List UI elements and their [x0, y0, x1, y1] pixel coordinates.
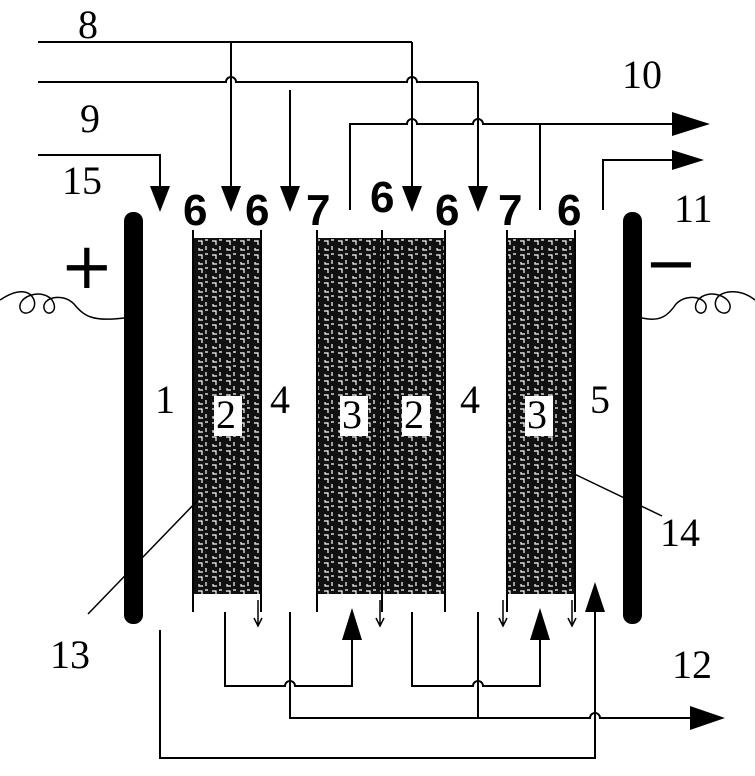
- cathode-electrode: [623, 212, 642, 624]
- top-label-5: 6: [435, 186, 459, 235]
- label-1: 1: [155, 377, 175, 422]
- top-label-7: 6: [557, 186, 581, 235]
- outlet-12-arrow: [690, 706, 725, 730]
- feed-line-9: [38, 76, 478, 83]
- outlet-line-11: [602, 159, 672, 210]
- callout-14-leader: [565, 469, 663, 517]
- drain-arrow-3: [498, 600, 508, 628]
- drain-arrow-2: [375, 600, 385, 628]
- callout-label-13: 13: [50, 632, 90, 677]
- plus-sign: +: [60, 230, 114, 304]
- outlet-line-10: [349, 118, 672, 210]
- bottom-loop-b: [411, 612, 541, 687]
- chamber-label-3b: 3: [527, 392, 547, 437]
- stream-label-12: 12: [672, 642, 712, 687]
- drain-arrow-1: [253, 600, 263, 628]
- drain-arrow-4: [567, 600, 577, 628]
- chamber-label-4a: 4: [270, 377, 290, 422]
- top-label-3: 7: [306, 186, 330, 235]
- callout-label-14: 14: [660, 510, 700, 555]
- outlet-11-arrow: [672, 150, 704, 170]
- feed-9-arrow-a: [280, 186, 300, 212]
- feed-line-15: [38, 154, 161, 186]
- anode-lead-coil: [0, 291, 125, 320]
- outlet-12-line: [478, 712, 690, 719]
- chamber-label-2a: 2: [216, 392, 236, 437]
- chamber-label-3a: 3: [342, 392, 362, 437]
- top-label-6: 7: [498, 186, 522, 235]
- feed-8-arrow-a: [221, 186, 241, 212]
- chamber-label-2b: 2: [404, 392, 424, 437]
- top-label-4: 6: [370, 173, 394, 222]
- anode-electrode: [124, 212, 143, 624]
- top-label-1: 6: [183, 186, 207, 235]
- cathode-lead-coil: [641, 291, 755, 320]
- feed-9-arrow-b: [468, 186, 488, 212]
- stream-label-9: 9: [80, 96, 100, 141]
- stream-label-8: 8: [78, 2, 98, 47]
- bottom-loop-a: [224, 612, 353, 687]
- feed-15-arrow: [150, 186, 170, 212]
- chamber-label-4b: 4: [460, 377, 480, 422]
- bottom-loop-b-arrow: [530, 608, 550, 640]
- top-label-2: 6: [245, 186, 269, 235]
- feed-8-arrow-b: [402, 186, 422, 212]
- minus-sign: −: [644, 227, 698, 301]
- outlet-line-12: [289, 612, 479, 719]
- stream-label-10: 10: [622, 52, 662, 97]
- stream-label-11: 11: [674, 186, 713, 231]
- stream-label-15: 15: [62, 158, 102, 203]
- bottom-loop-a-arrow: [342, 608, 362, 640]
- bottom-loop-c-arrow: [585, 582, 605, 612]
- bottom-loop-c: [159, 612, 596, 759]
- outlet-10-arrow: [672, 112, 710, 136]
- callout-13-leader: [87, 497, 201, 615]
- label-5: 5: [590, 377, 610, 422]
